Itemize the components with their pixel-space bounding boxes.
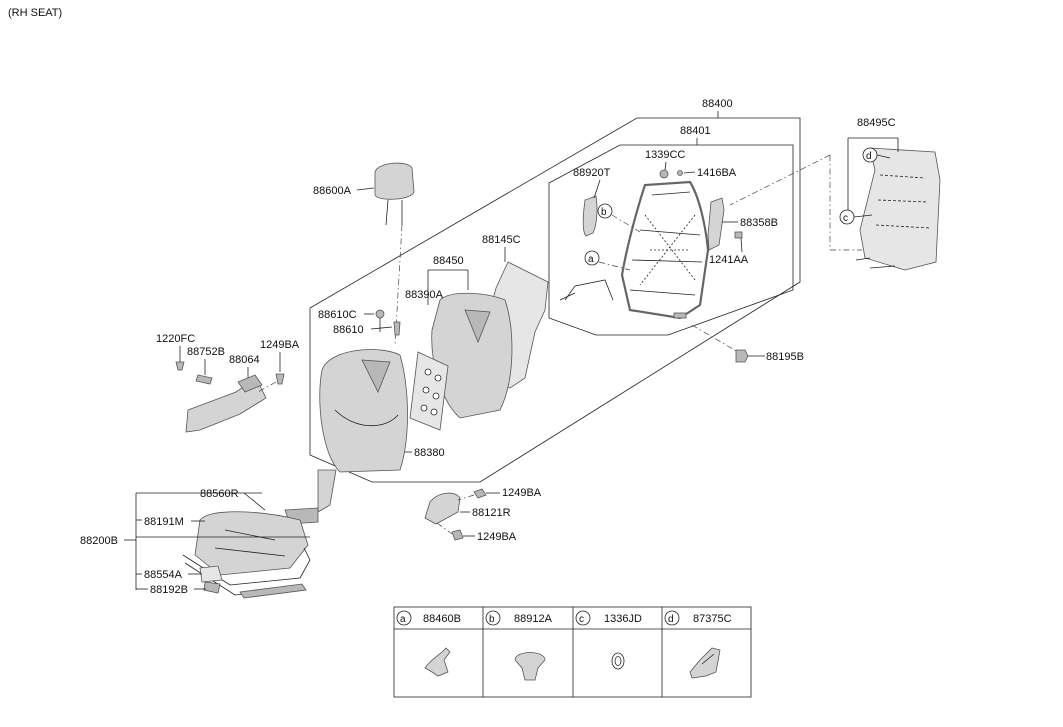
label-88191M[interactable]: 88191M (144, 516, 184, 528)
clip-88610C (375, 309, 385, 319)
part-88560R-side (317, 469, 337, 513)
label-88192B[interactable]: 88192B (150, 584, 188, 596)
label-1241AA[interactable]: 1241AA (709, 254, 749, 266)
diagram-title: (RH SEAT) (8, 7, 62, 19)
label-88380[interactable]: 88380 (414, 447, 445, 459)
bolt-1249BA-side (275, 373, 285, 385)
part-88358B (707, 197, 725, 251)
legend-cell-c[interactable]: c 1336JD (575, 610, 642, 670)
legend-part-88460B: 88460B (423, 613, 461, 625)
legend-cell-a[interactable]: a 88460B (396, 610, 461, 677)
callout-a[interactable] (584, 250, 600, 266)
legend-cell-d[interactable]: d 87375C (664, 610, 732, 679)
clip-87375C-icon (689, 647, 721, 679)
label-88195B[interactable]: 88195B (766, 351, 804, 363)
label-1220FC[interactable]: 1220FC (156, 333, 195, 345)
bolt-1241AA (734, 231, 743, 239)
label-88200B[interactable]: 88200B (80, 535, 118, 547)
seat-back-frame-part (620, 169, 710, 320)
label-88390A[interactable]: 88390A (405, 289, 444, 301)
part-88495C-back-board (859, 147, 941, 271)
svg-text:c: c (843, 213, 848, 224)
label-1416BA[interactable]: 1416BA (697, 167, 737, 179)
screw-1220FC (175, 361, 185, 371)
label-88554A[interactable]: 88554A (144, 569, 183, 581)
label-1249BA-side[interactable]: 1249BA (260, 339, 300, 351)
label-88600A[interactable]: 88600A (313, 185, 352, 197)
label-88920T[interactable]: 88920T (573, 167, 611, 179)
part-88920T (582, 195, 598, 237)
label-88450[interactable]: 88450 (433, 255, 464, 267)
svg-text:b: b (601, 207, 607, 218)
legend-part-88912A: 88912A (514, 613, 553, 625)
part-88752B (195, 374, 213, 385)
label-88401[interactable]: 88401 (680, 125, 711, 137)
svg-text:a: a (400, 614, 406, 625)
label-88560R[interactable]: 88560R (200, 488, 239, 500)
legend-cell-b[interactable]: b 88912A (485, 610, 553, 681)
part-88121R-recliner-cover (424, 492, 461, 525)
svg-text:d: d (866, 151, 872, 162)
label-88145C[interactable]: 88145C (482, 234, 521, 246)
label-88064[interactable]: 88064 (229, 354, 260, 366)
label-88610C[interactable]: 88610C (318, 309, 357, 321)
clip-88912A-icon (514, 652, 546, 681)
part-88191M-seat-cushion (194, 511, 309, 576)
seat-back-frame-box (548, 144, 794, 336)
svg-text:b: b (489, 614, 495, 625)
legend-part-1336JD: 1336JD (604, 613, 642, 625)
svg-text:c: c (579, 614, 584, 625)
callout-b[interactable] (597, 203, 613, 219)
svg-text:a: a (588, 254, 594, 265)
label-88358B[interactable]: 88358B (740, 217, 778, 229)
part-88554A (199, 565, 223, 583)
svg-text:d: d (668, 614, 674, 625)
seat-back-assembly-outline (309, 117, 801, 483)
label-1249BA-lower[interactable]: 1249BA (477, 531, 517, 543)
label-1249BA-upper[interactable]: 1249BA (502, 487, 542, 499)
bolt-1249BA-upper (473, 488, 487, 499)
clip-88610 (393, 321, 401, 336)
legend-part-87375C: 87375C (693, 613, 732, 625)
bolt-88195B (735, 349, 749, 363)
label-88752B[interactable]: 88752B (187, 346, 225, 358)
label-1339CC[interactable]: 1339CC (645, 149, 685, 161)
clip-88460B-icon (424, 647, 451, 677)
legend-table: a 88460B b 88912A c 1336JD d 87375C (393, 606, 752, 698)
part-88192B (203, 581, 221, 594)
part-seat-back-cushion (319, 349, 408, 473)
label-88610[interactable]: 88610 (333, 324, 364, 336)
label-88495C[interactable]: 88495C (857, 117, 896, 129)
label-88121R[interactable]: 88121R (472, 507, 511, 519)
part-88600A-headrest (374, 162, 415, 200)
bolt-1249BA-lower (451, 529, 464, 541)
label-88400[interactable]: 88400 (702, 98, 733, 110)
